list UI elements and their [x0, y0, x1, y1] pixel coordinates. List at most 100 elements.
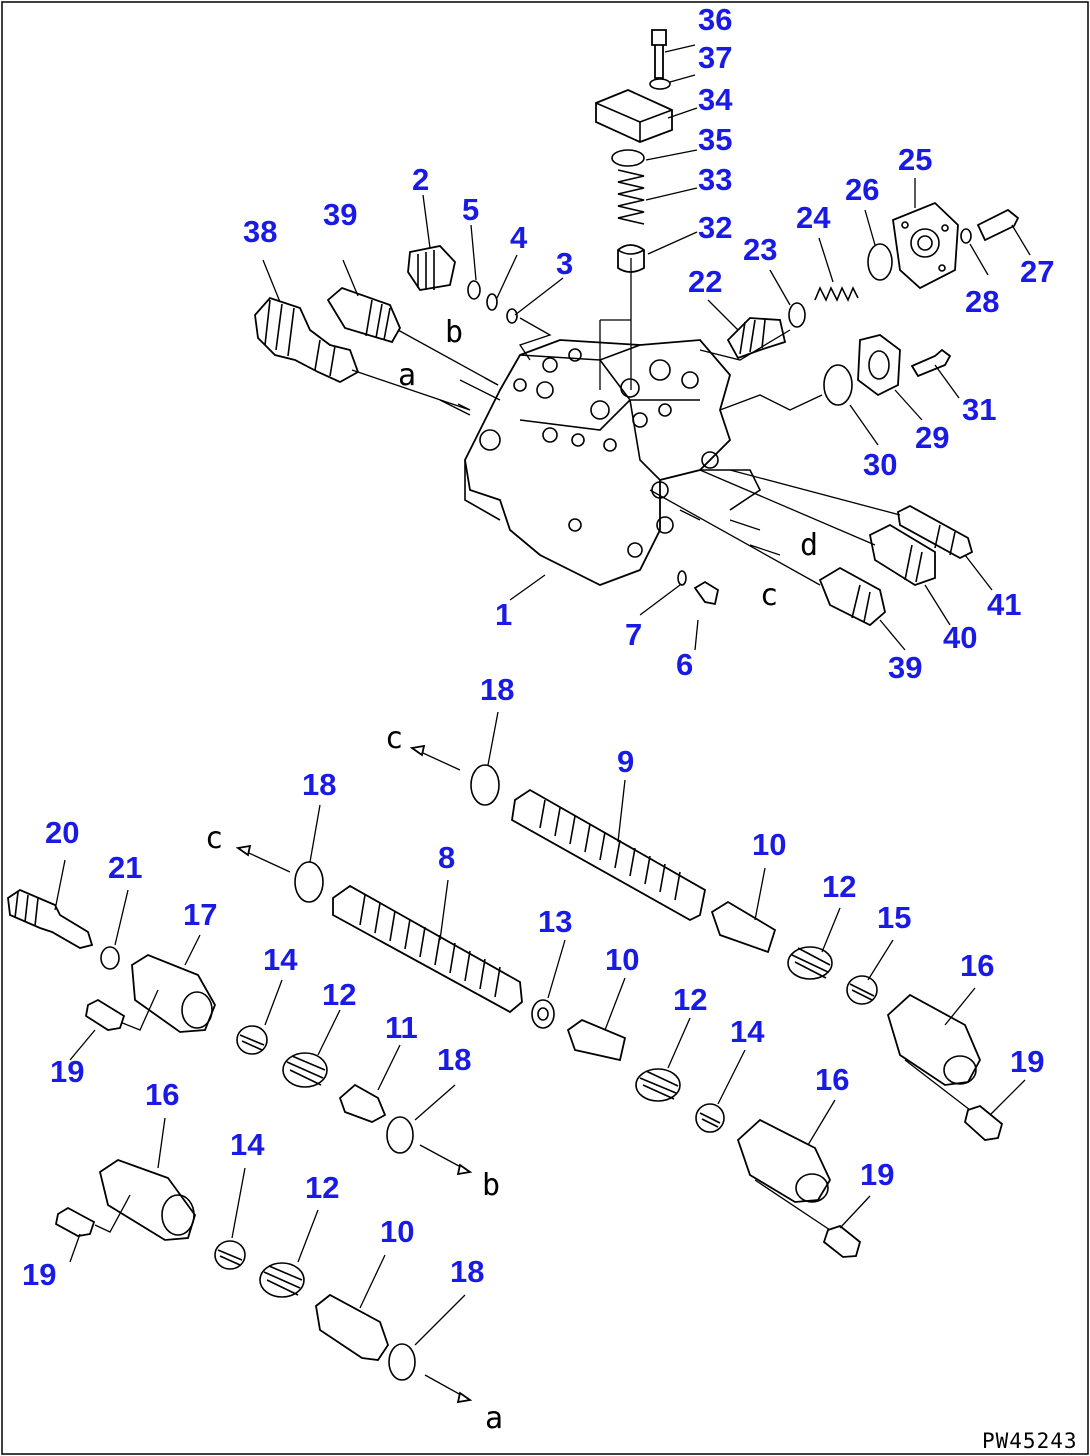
callout-10: 10 — [752, 827, 786, 862]
callout-22: 22 — [688, 264, 722, 299]
plug-2 — [407, 245, 456, 291]
callout-16: 16 — [960, 948, 994, 983]
callout-10: 10 — [605, 942, 639, 977]
callout-14: 14 — [263, 942, 298, 977]
callout-19: 19 — [22, 1257, 56, 1292]
callout-16: 16 — [145, 1077, 179, 1112]
callout-40: 40 — [943, 620, 977, 655]
seal-13 — [531, 999, 555, 1029]
backup-ring-4 — [486, 293, 498, 311]
callout-16: 16 — [815, 1062, 849, 1097]
callout-1: 1 — [495, 597, 512, 632]
flow-label: c — [385, 721, 403, 756]
retainer-10-b — [566, 1018, 627, 1062]
callout-39: 39 — [888, 650, 922, 685]
flow-label: a — [485, 1401, 503, 1436]
flow-label: d — [800, 528, 818, 563]
case-16-b — [736, 1118, 832, 1203]
valve-body — [464, 339, 732, 586]
callout-14: 14 — [230, 1127, 265, 1162]
callout-17: 17 — [183, 897, 217, 932]
bolt-19-c — [85, 998, 126, 1031]
cover-25 — [892, 201, 959, 290]
bolt-36 — [651, 29, 667, 79]
callout-18: 18 — [302, 767, 336, 802]
callout-5: 5 — [462, 192, 479, 227]
callout-10: 10 — [380, 1214, 414, 1249]
case-16-c — [98, 1158, 196, 1241]
callout-24: 24 — [796, 200, 831, 235]
callout-25: 25 — [898, 142, 932, 177]
callout-3: 3 — [556, 246, 573, 281]
bolt-19-a — [963, 1104, 1004, 1141]
ring-3 — [506, 308, 518, 324]
callout-30: 30 — [863, 447, 897, 482]
callout-14: 14 — [730, 1014, 765, 1049]
bolt-31 — [910, 348, 952, 378]
callout-18: 18 — [480, 672, 514, 707]
callout-19: 19 — [50, 1054, 84, 1089]
spool-assembly — [7, 744, 1004, 1404]
retainer-10-c — [315, 1293, 389, 1361]
o-ring-35 — [611, 149, 645, 167]
flow-label: a — [398, 358, 416, 393]
flow-label: c — [760, 578, 778, 613]
callout-21: 21 — [108, 850, 142, 885]
bolt-19-d — [54, 1206, 96, 1237]
diagram-id: PW45243 — [982, 1429, 1078, 1453]
cover-34 — [595, 89, 673, 143]
spring-33 — [617, 169, 645, 225]
flow-label: b — [445, 315, 463, 350]
callout-23: 23 — [743, 232, 777, 267]
fitting-6 — [693, 580, 720, 606]
o-ring-30 — [823, 364, 853, 406]
callout-12: 12 — [673, 982, 707, 1017]
callout-28: 28 — [965, 284, 999, 319]
o-ring-5 — [467, 280, 481, 300]
callout-33: 33 — [698, 162, 732, 197]
o-ring-26 — [867, 243, 893, 281]
callout-2: 2 — [412, 162, 429, 197]
flange-29 — [857, 334, 901, 397]
spring-12-a — [787, 946, 833, 980]
spring-24 — [814, 286, 859, 302]
callout-19: 19 — [1010, 1044, 1044, 1079]
callout-38: 38 — [243, 214, 277, 249]
callout-12: 12 — [822, 869, 856, 904]
callout-7: 7 — [625, 617, 642, 652]
callout-37: 37 — [698, 40, 732, 75]
washer-37 — [649, 78, 671, 90]
callout-11: 11 — [385, 1010, 418, 1045]
callout-9: 9 — [617, 744, 634, 779]
callout-19: 19 — [860, 1157, 894, 1192]
spring-12-b — [635, 1068, 681, 1102]
bolt-19-b — [822, 1224, 862, 1258]
callout-20: 20 — [45, 815, 79, 850]
callout-18: 18 — [437, 1042, 471, 1077]
case-16-a — [886, 993, 981, 1086]
spool-9 — [511, 788, 707, 922]
spring-14-b — [236, 1025, 268, 1055]
callout-27: 27 — [1020, 254, 1054, 289]
callout-12: 12 — [305, 1170, 339, 1205]
washer-28 — [960, 228, 972, 244]
callout-29: 29 — [915, 420, 949, 455]
bolt-27 — [976, 208, 1020, 242]
valve-39-right — [818, 566, 886, 627]
leader-lines — [54, 44, 1031, 1346]
callout-13: 13 — [538, 904, 572, 939]
callout-15: 15 — [877, 900, 911, 935]
cap-11 — [338, 1083, 387, 1123]
callout-12: 12 — [322, 977, 356, 1012]
retainer-10-a — [710, 900, 777, 954]
o-ring-18-mid — [294, 861, 324, 903]
callout-18: 18 — [450, 1254, 484, 1289]
flow-label: c — [205, 821, 223, 856]
spring-15 — [846, 975, 878, 1005]
o-ring-7 — [677, 570, 687, 586]
valve-41 — [897, 504, 974, 560]
callout-31: 31 — [962, 392, 996, 427]
callout-4: 4 — [510, 220, 528, 255]
